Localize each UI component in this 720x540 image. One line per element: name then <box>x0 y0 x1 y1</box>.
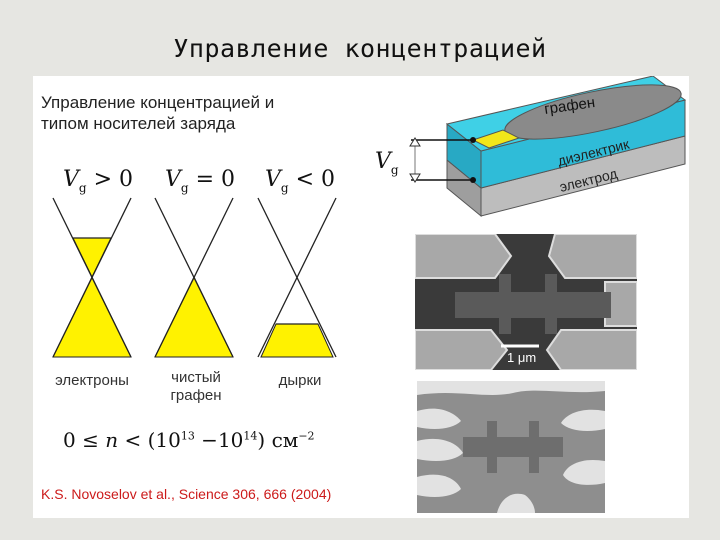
cone-1-filled-upper <box>72 237 112 279</box>
scale-bar-label: 1 μm <box>507 350 536 365</box>
sem-micrograph-device <box>417 381 605 513</box>
cone-electrons <box>52 197 132 358</box>
content-panel: Управление концентрацией и типом носител… <box>33 76 689 518</box>
cone-holes <box>257 197 337 358</box>
contact-pad <box>471 129 521 149</box>
cone-label-neutral: чистый графен <box>170 369 222 404</box>
cone-1-condition: Vg > 0 <box>63 167 133 195</box>
heading-line-1: Управление концентрацией и <box>41 93 275 112</box>
sem-micrograph-hall-bar: 1 μm <box>415 234 637 370</box>
dirac-cones-diagram: Vg > 0 Vg = 0 Vg < 0 <box>52 167 337 358</box>
voltage-label: Vg <box>375 149 399 177</box>
panel-heading: Управление концентрацией и типом носител… <box>41 92 371 134</box>
cone-1-filled-lower <box>52 275 132 358</box>
cone-label-holes: дырки <box>278 372 322 389</box>
device-schematic: Vg графен диэлектрик электрод <box>375 76 687 218</box>
citation: K.S. Novoselov et al., Science 306, 666 … <box>41 486 332 502</box>
slide-title: Управление концентрацией <box>173 34 547 63</box>
cone-2-filled-lower <box>154 275 234 358</box>
cone-label-electrons: электроны <box>55 372 129 389</box>
graphene-label: графен <box>543 94 596 118</box>
cone-2-condition: Vg = 0 <box>165 167 235 195</box>
concentration-formula: 0 ≤ n < (1013 −1014) см−2 <box>63 428 315 452</box>
cone-neutral <box>154 197 234 358</box>
cone-3-condition: Vg < 0 <box>265 167 335 195</box>
heading-line-2: типом носителей заряда <box>41 114 236 133</box>
